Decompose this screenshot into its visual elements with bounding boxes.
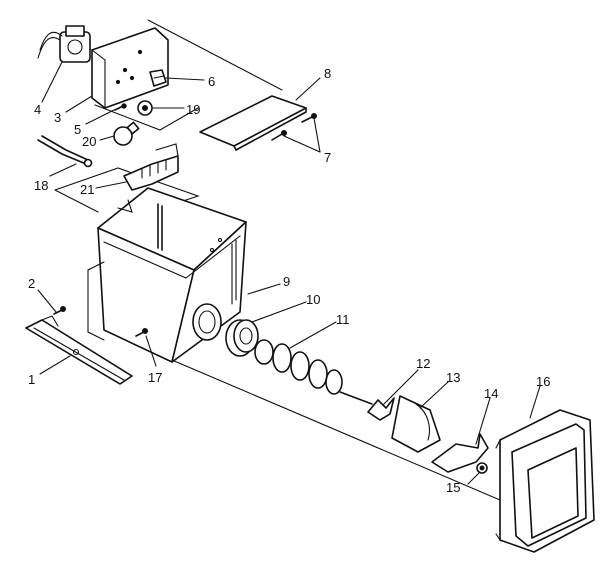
callout-5: 5 — [74, 122, 81, 137]
front-chute-cover — [495, 409, 595, 553]
auger-spring — [254, 339, 373, 405]
housing-outline-back — [87, 261, 105, 341]
bracket-clip — [149, 69, 167, 87]
motor-bracket-plate — [91, 27, 169, 109]
assembly-axis — [171, 359, 501, 501]
callout-14: 14 — [484, 386, 498, 401]
callout-20: 20 — [82, 134, 96, 149]
callout-12: 12 — [416, 356, 430, 371]
screw-5 — [114, 103, 127, 111]
wire-harness — [37, 135, 93, 168]
ice-paddle — [431, 433, 489, 473]
callout-4: 4 — [34, 102, 41, 117]
callout-16: 16 — [536, 374, 550, 389]
bearing-ring — [225, 319, 259, 357]
light-bulb — [113, 121, 140, 146]
mounting-rail — [25, 315, 133, 385]
cover-plate — [199, 95, 307, 151]
screw-17 — [135, 328, 148, 337]
drive-motor — [37, 25, 91, 63]
callout-17: 17 — [148, 370, 162, 385]
callout-labels: 1 2 3 4 5 6 7 8 9 10 11 12 13 14 15 16 1… — [28, 66, 550, 495]
leader-lines — [37, 61, 541, 485]
terminal-block — [123, 143, 179, 191]
callout-9: 9 — [283, 274, 290, 289]
callout-7: 7 — [324, 150, 331, 165]
screw-2 — [53, 306, 66, 315]
ice-container-housing — [97, 187, 247, 363]
callout-8: 8 — [324, 66, 331, 81]
callout-15: 15 — [446, 480, 460, 495]
callout-1: 1 — [28, 372, 35, 387]
crusher-housing — [391, 395, 441, 453]
retaining-nut — [476, 462, 488, 474]
callout-21: 21 — [80, 182, 94, 197]
callout-18: 18 — [34, 178, 48, 193]
callout-19: 19 — [186, 102, 200, 117]
callout-13: 13 — [446, 370, 460, 385]
callout-10: 10 — [306, 292, 320, 307]
callout-2: 2 — [28, 276, 35, 291]
lamp-socket — [137, 100, 153, 116]
callout-11: 11 — [336, 312, 350, 327]
callout-6: 6 — [208, 74, 215, 89]
crusher-blade — [367, 397, 395, 421]
callout-3: 3 — [54, 110, 61, 125]
